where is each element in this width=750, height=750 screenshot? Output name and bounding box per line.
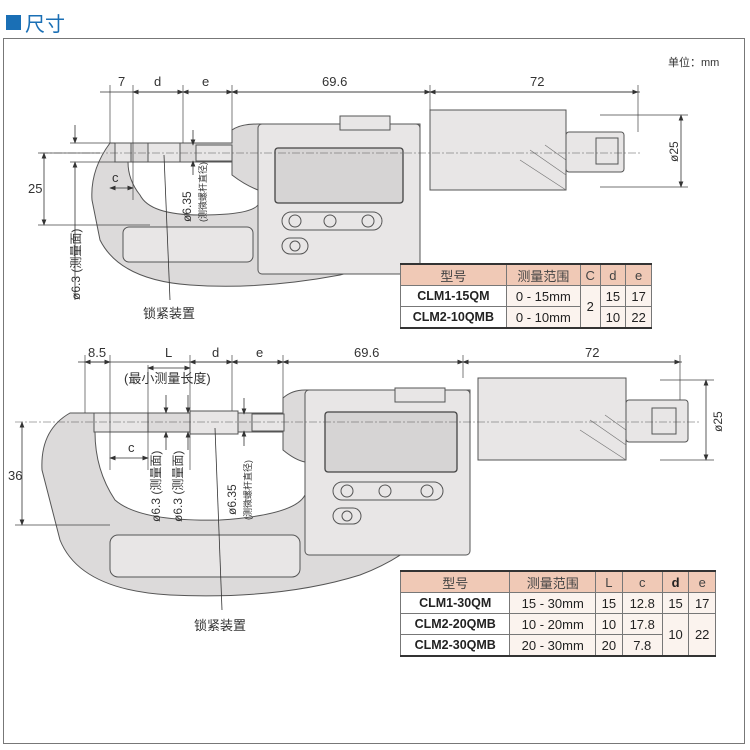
table-row: CLM1-15QM 0 - 15mm 2 15 17 — [400, 285, 652, 329]
lock-label: 锁紧装置 — [194, 618, 246, 633]
cell-d: 10 — [599, 306, 627, 329]
top-thimble — [429, 109, 567, 191]
cell-model: CLM2-20QMB — [399, 613, 511, 635]
bottom-button-3 — [420, 484, 434, 498]
dim-d: d — [212, 345, 219, 360]
dim-d: d — [154, 74, 161, 89]
top-grip-plate — [122, 226, 254, 263]
bottom-clamp — [394, 387, 446, 403]
cell-model: CLM2-10QMB — [400, 306, 507, 329]
top-button-2 — [323, 214, 337, 228]
table-row: CLM2-20QMB 10 - 20mm 10 17.8 10 22 — [399, 613, 716, 657]
cell-d: 15 — [599, 285, 627, 307]
dim-spindle-note: (测微螺杆直径) — [197, 162, 208, 222]
col-range: 测量范围 — [505, 263, 581, 286]
dim-36: 36 — [8, 468, 22, 483]
dim-thimble-diameter: ø25 — [711, 411, 725, 432]
cell-c: 12.8 — [621, 592, 663, 614]
dim-L: L — [165, 345, 172, 360]
cell-e: 22 — [625, 306, 652, 329]
top-button-3 — [361, 214, 375, 228]
bottom-button-1 — [340, 484, 354, 498]
dim-69-6: 69.6 — [354, 345, 379, 360]
col-e: e — [625, 263, 652, 286]
table-row: CLM1-30QM 15 - 30mm 15 12.8 15 17 — [399, 592, 716, 614]
section-title: 尺寸 — [6, 8, 65, 37]
dim-25: 25 — [28, 181, 42, 196]
cell-e: 17 — [625, 285, 652, 307]
col-c: C — [579, 263, 601, 286]
cell-model: CLM1-30QM — [399, 592, 511, 614]
dim-72: 72 — [585, 345, 599, 360]
spec-table-2: 型号 测量范围 L c d e CLM1-30QM 15 - 30mm 15 1… — [399, 570, 716, 657]
col-d: d — [661, 570, 690, 593]
diagram-frame — [3, 38, 745, 744]
cell-c: 2 — [579, 285, 601, 329]
top-micrometer: 7 d e 69.6 72 25 ø6.3 (测量面) c ø6.35 (测微螺… — [28, 74, 688, 321]
cell-e: 22 — [688, 613, 716, 657]
min-length-note: (最小测量长度) — [124, 371, 211, 386]
cell-e: 17 — [688, 592, 716, 614]
table-row: CLM2-30QMB 20 - 30mm 20 7.8 — [399, 634, 716, 657]
dim-e: e — [202, 74, 209, 89]
bottom-lock-sleeve — [189, 410, 239, 435]
dim-69-6: 69.6 — [322, 74, 347, 89]
table-header-row: 型号 测量范围 C d e — [400, 263, 652, 286]
cell-range: 0 - 15mm — [505, 285, 581, 307]
unit-label: 单位：mm — [668, 55, 719, 69]
top-button-1 — [288, 214, 302, 228]
cell-range: 20 - 30mm — [509, 634, 597, 657]
cell-L: 20 — [595, 634, 623, 657]
bottom-micrometer: 8.5 L d e 69.6 72 (最小测量长度) 36 c ø6.3 (测量… — [8, 345, 725, 633]
dim-7: 7 — [118, 74, 125, 89]
col-L: L — [595, 570, 623, 593]
dim-8-5: 8.5 — [88, 345, 106, 360]
bottom-display — [324, 411, 458, 473]
bottom-grip-plate — [109, 534, 301, 578]
cell-L: 10 — [595, 613, 623, 635]
bottom-button-2 — [378, 484, 392, 498]
dim-face-diameter-1: ø6.3 (测量面) — [149, 451, 163, 522]
dim-72: 72 — [530, 74, 544, 89]
dim-face-diameter: ø6.3 (测量面) — [69, 229, 83, 300]
section-title-text: 尺寸 — [25, 12, 65, 36]
table-row: CLM2-10QMB 0 - 10mm 10 22 — [400, 306, 652, 329]
dim-spindle-note: (测微螺杆直径) — [242, 460, 253, 520]
cell-d: 10 — [661, 613, 690, 657]
col-range: 测量范围 — [509, 570, 597, 593]
cell-range: 10 - 20mm — [509, 613, 597, 635]
cell-range: 0 - 10mm — [505, 306, 581, 329]
cell-c: 7.8 — [621, 634, 663, 657]
table-header-row: 型号 测量范围 L c d e — [399, 570, 716, 593]
bottom-spindle — [251, 413, 285, 432]
col-c: c — [621, 570, 663, 593]
cell-L: 15 — [595, 592, 623, 614]
cell-d: 15 — [661, 592, 690, 614]
spec-table-1: 型号 测量范围 C d e CLM1-15QM 0 - 15mm 2 15 17… — [400, 263, 652, 329]
dim-e: e — [256, 345, 263, 360]
dim-spindle-diameter: ø6.35 — [180, 191, 194, 222]
bottom-thimble — [477, 377, 627, 461]
col-e: e — [688, 570, 716, 593]
top-display — [274, 147, 404, 204]
dim-c: c — [128, 440, 135, 455]
bottom-anvil — [93, 412, 149, 433]
title-square-icon — [6, 15, 21, 30]
dim-face-diameter-2: ø6.3 (测量面) — [171, 451, 185, 522]
top-anvil — [114, 142, 132, 163]
dim-c: c — [112, 170, 119, 185]
col-model: 型号 — [400, 263, 507, 286]
cell-range: 15 - 30mm — [509, 592, 597, 614]
cell-model: CLM2-30QMB — [399, 634, 511, 657]
dim-thimble-diameter: ø25 — [667, 141, 681, 162]
cell-c: 17.8 — [621, 613, 663, 635]
dim-spindle-diameter: ø6.35 — [225, 484, 239, 515]
top-clamp — [339, 115, 391, 131]
lock-label: 锁紧装置 — [143, 306, 195, 321]
cell-model: CLM1-15QM — [400, 285, 507, 307]
col-model: 型号 — [399, 570, 511, 593]
col-d: d — [599, 263, 627, 286]
